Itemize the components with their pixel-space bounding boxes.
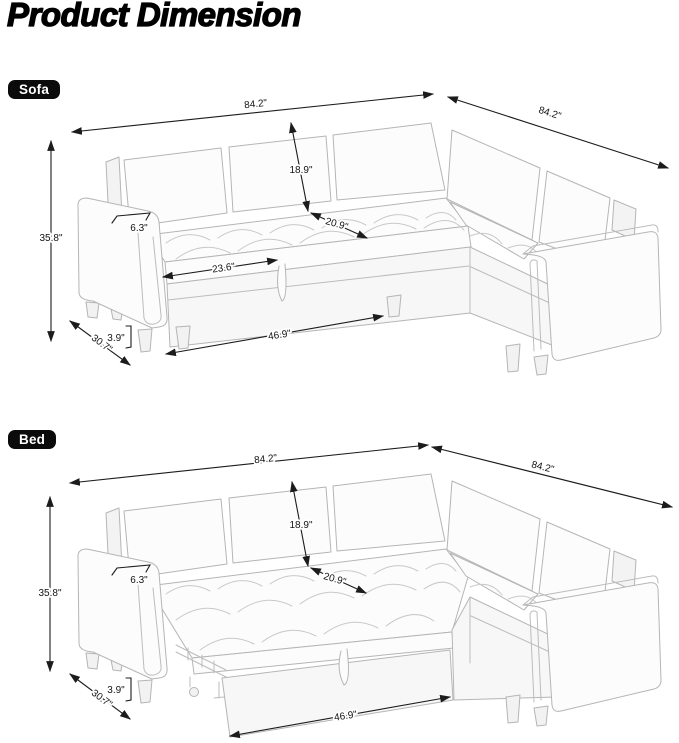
dim-overall-width-right-value: 84.2" [530, 459, 555, 475]
dim-leg-height-value: 3.9" [107, 685, 125, 696]
dim-back-cushion-height: 18.9" [288, 121, 315, 213]
dim-overall-width-left-value: 84.2" [254, 453, 278, 466]
dim-overall-height-value: 35.8" [38, 588, 61, 599]
bed-section-label: Bed [8, 430, 57, 449]
dim-overall-depth: 30.7" [69, 673, 131, 720]
dim-overall-height: 35.8" [38, 139, 65, 343]
dim-overall-height-value: 35.8" [39, 233, 62, 244]
dim-armrest-width-value: 6.3" [130, 575, 148, 586]
dim-back-cushion-height: 18.9" [288, 480, 315, 568]
dim-seat-length: 23.6" [161, 257, 279, 280]
dim-front-width: 46.9" [164, 313, 385, 357]
page-title: Product Dimension [6, 0, 302, 34]
dim-leg-height: 3.9" [106, 325, 132, 349]
dim-overall-width-left-value: 84.2" [244, 98, 268, 111]
dim-back-cushion-height-value: 18.9" [289, 165, 312, 176]
sofa-section-label: Sofa [8, 80, 61, 99]
dim-overall-width-left: 84.2" [70, 91, 435, 135]
dim-armrest-width: 6.3" [111, 564, 152, 588]
dim-leg-height: 3.9" [106, 677, 132, 702]
dim-seat-length-value: 23.6" [211, 261, 236, 275]
dim-armrest-width-value: 6.3" [130, 223, 148, 234]
dim-leg-height-value: 3.9" [107, 333, 125, 344]
dim-overall-height: 35.8" [37, 495, 64, 673]
sofa-line-art [77, 122, 662, 376]
dim-front-width-value: 46.9" [267, 328, 292, 343]
bed-illustration: 84.2" 84.2" 35.8" 18.9" 20.9" 6.3" [37, 442, 674, 739]
dim-overall-width-right-value: 84.2" [537, 105, 563, 122]
bed-line-art [77, 473, 662, 738]
dim-back-cushion-height-value: 18.9" [289, 520, 312, 531]
dim-bed-front-width-value: 46.9" [333, 709, 358, 724]
sofa-illustration: 84.2" 84.2" 35.8" 18.9" 20.9" 6.3" [38, 91, 670, 376]
dim-overall-width-left: 84.2" [68, 442, 430, 486]
dim-armrest-width: 6.3" [111, 212, 152, 236]
